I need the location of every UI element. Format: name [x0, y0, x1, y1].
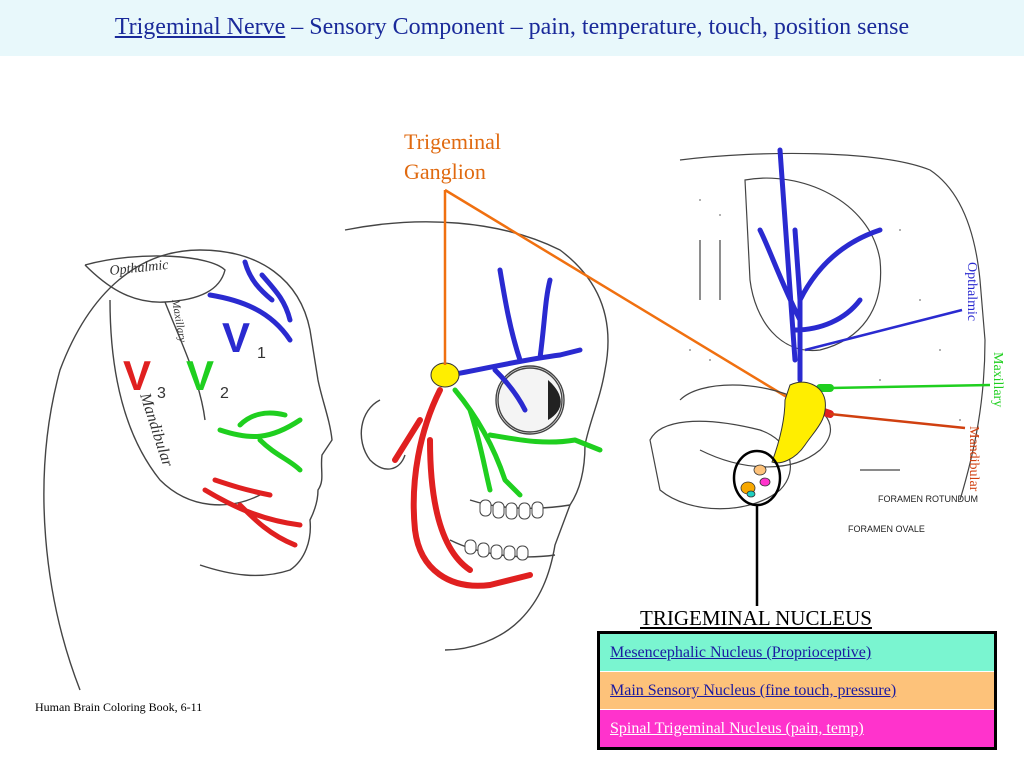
skull-base-stipple: [689, 199, 961, 421]
head-nerve-branches: [392, 267, 603, 589]
maxillary-branch-head: [452, 387, 603, 498]
source-credit: Human Brain Coloring Book, 6-11: [35, 700, 203, 714]
opthalmic-region-label: Opthalmic: [109, 258, 170, 279]
maxillary-pointer-line: [829, 383, 991, 390]
eye-socket: [495, 365, 565, 435]
teeth: [464, 499, 544, 561]
orbit-outline: [744, 177, 882, 352]
maxillary-branch-label: Maxillary: [990, 352, 1005, 408]
mandibular-branch-label: Mandibular: [966, 426, 981, 492]
face-outline: [43, 249, 333, 691]
trigeminal-nucleus-heading: TRIGEMINAL NUCLEUS: [640, 606, 872, 630]
v1-sub: 1: [257, 345, 266, 362]
ganglion-head: [430, 362, 460, 388]
ganglion-pointers: [443, 188, 801, 407]
v2-label: V: [186, 352, 214, 399]
opthalmic-region-border: [84, 255, 226, 303]
foramina: [699, 240, 900, 471]
ear-outline: [360, 399, 406, 470]
ophthalmic-branch-brain: [757, 147, 883, 383]
maxillary-region-border: [109, 299, 261, 506]
nucleus-table: Mesencephalic Nucleus (Proprioceptive) M…: [597, 631, 997, 750]
nucleus-row-main-sensory[interactable]: Main Sensory Nucleus (fine touch, pressu…: [600, 672, 994, 710]
v3-label: V: [123, 352, 151, 399]
skull-base-drawing: [649, 152, 986, 510]
face-dermatome-drawing: [43, 249, 333, 691]
pointer-to-brain-ganglion: [444, 188, 801, 407]
mandibular-branch-head: [392, 387, 533, 589]
nucleus-row-mesencephalic[interactable]: Mesencephalic Nucleus (Proprioceptive): [600, 634, 994, 672]
nucleus-highlight-circle: [732, 449, 782, 507]
title-rest: – Sensory Component – pain, temperature,…: [285, 14, 910, 40]
maxillary-branch-face: [217, 410, 303, 473]
opthalmic-branch-label: Opthalmic: [964, 262, 979, 322]
trigeminal-nucleus-colored: [740, 464, 771, 498]
ganglion-brain: [771, 381, 826, 464]
ganglion-label-text: Trigeminal Ganglion: [404, 129, 501, 184]
face-nerve-branches: [202, 259, 303, 548]
foramen-ovale-label: FORAMEN OVALE: [848, 524, 925, 534]
opthalmic-pointer-line: [804, 308, 963, 352]
v2-sub: 2: [220, 385, 229, 402]
title-bar: [0, 0, 1024, 56]
inner-border: [164, 301, 206, 421]
brainstem-outline: [649, 420, 791, 510]
nucleus-row-spinal[interactable]: Spinal Trigeminal Nucleus (pain, temp): [600, 710, 994, 747]
foramen-rotundum-label: FORAMEN ROTUNDUM: [878, 494, 978, 504]
title-link[interactable]: Trigeminal Nerve: [114, 14, 286, 40]
pupil: [548, 380, 561, 420]
v3-sub: 3: [157, 385, 166, 402]
mandibular-pointer-line: [829, 412, 966, 430]
eyeball: [497, 367, 563, 433]
slide-title: Trigeminal Nerve – Sensory Component – p…: [0, 14, 1024, 41]
mandibular-branch-face: [202, 477, 303, 548]
trigeminal-ganglion-label: Trigeminal Ganglion: [404, 127, 524, 187]
ophthalmic-branch-head: [447, 267, 583, 413]
v1-label: V: [222, 314, 250, 361]
skull-outline: [679, 152, 986, 501]
ophthalmic-branch-face: [207, 259, 293, 343]
